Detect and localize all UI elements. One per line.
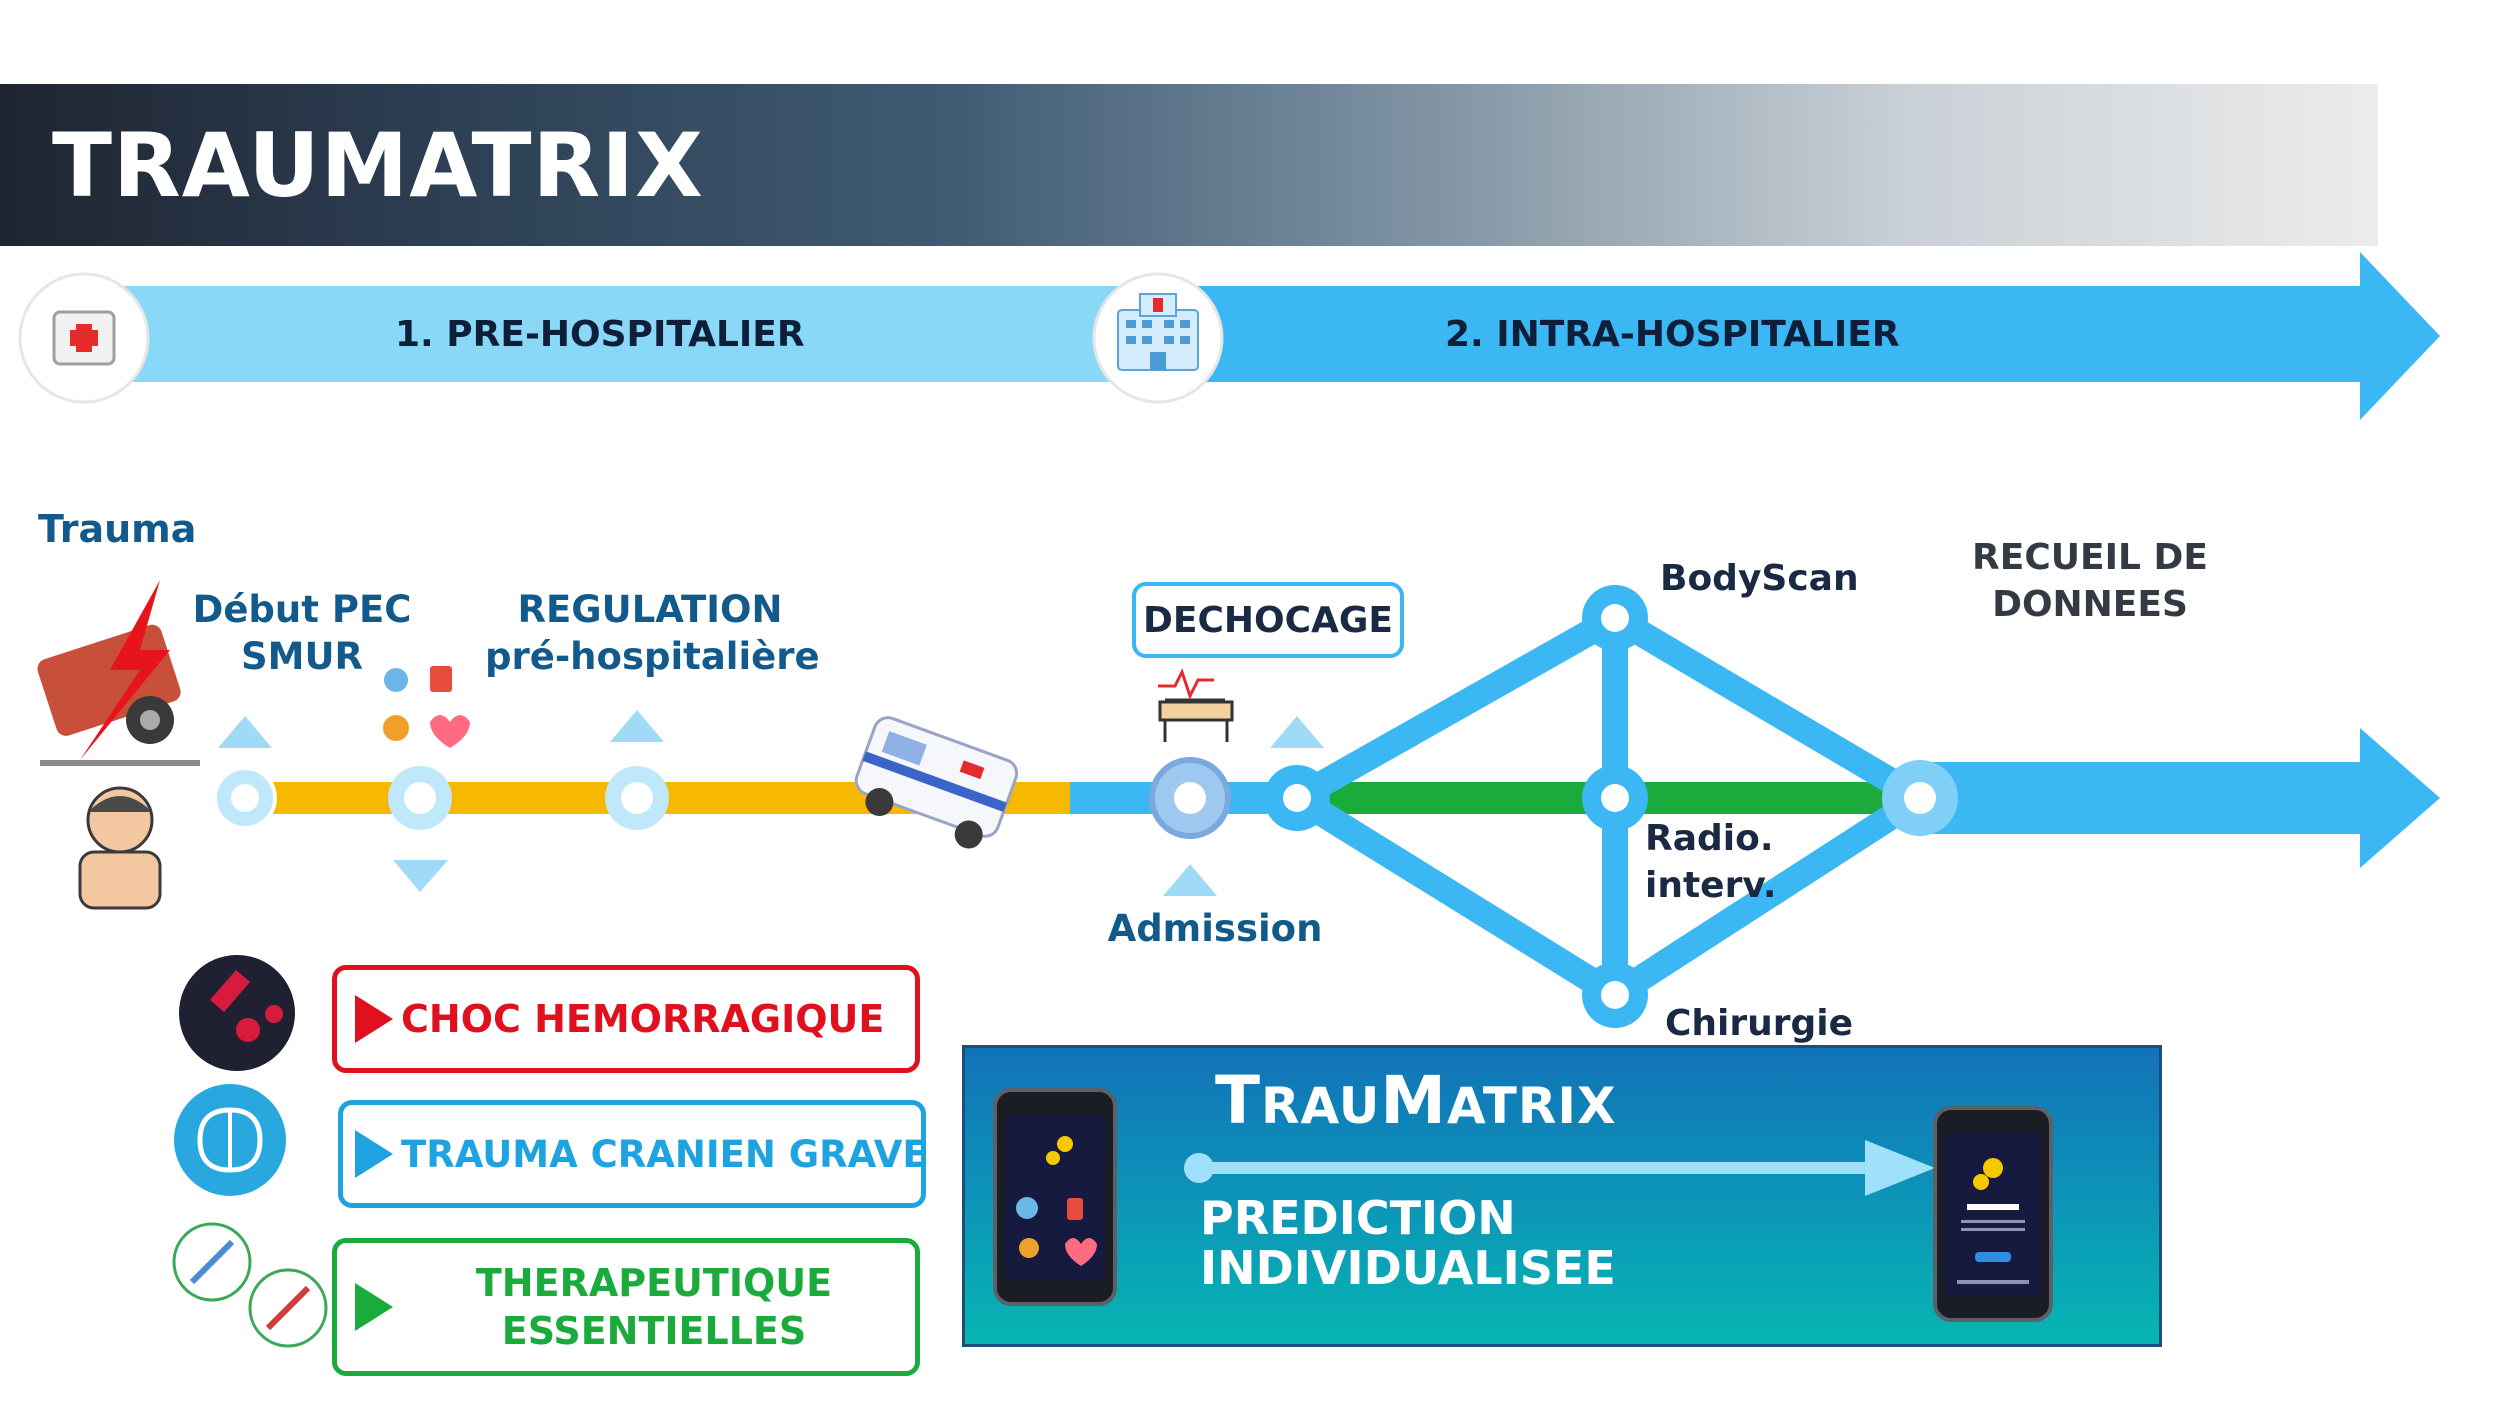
- traumatrix-panel-title: TRAUMATRIX: [1215, 1062, 1617, 1139]
- injured-person-icon: [78, 786, 162, 910]
- pre-hospital-band: [120, 286, 1180, 382]
- first-aid-kit-icon: [18, 272, 150, 404]
- label-regulation: REGULATION pré-hospitalière: [485, 588, 820, 678]
- phone-right: [1933, 1106, 2053, 1322]
- phone-right-screen: [1957, 1158, 2029, 1284]
- phase-label-intra: 2. INTRA-HOSPITALIER: [1445, 314, 1900, 355]
- category-choc: CHOC HEMORRAGIQUE: [332, 965, 920, 1073]
- label-bodyscan: BodyScan: [1660, 558, 1859, 599]
- phase-label-pre: 1. PRE-HOSPITALIER: [395, 314, 805, 355]
- pointer-triangles: [218, 710, 1324, 896]
- title-band: TRAUMATRIX: [0, 84, 2378, 246]
- syringe-icon: [172, 1222, 328, 1348]
- category-trauma-cranien: TRAUMA CRANIEN GRAVE: [338, 1100, 928, 1208]
- label-trauma: Trauma: [38, 507, 197, 551]
- car-crash-icon: [37, 580, 200, 766]
- intra-hospital-arrow: [1180, 252, 2440, 420]
- traumatrix-panel-subtitle: PREDICTION INDIVIDUALISEE: [1200, 1191, 1616, 1295]
- label-admission: Admission: [1107, 907, 1323, 950]
- dechocage-box: DECHOCAGE: [1132, 582, 1404, 658]
- phone-left: [993, 1088, 1117, 1306]
- hospital-icon: [1092, 272, 1224, 404]
- final-arrow: [1920, 728, 2440, 868]
- label-chirurgie: Chirurgie: [1665, 1003, 1854, 1044]
- play-icon: [355, 1130, 393, 1178]
- emergency-meds-icon: [383, 666, 470, 748]
- play-icon: [355, 1283, 393, 1331]
- prediction-arrow: [1184, 1140, 1935, 1196]
- label-radio: Radio. interv.: [1645, 818, 1777, 906]
- ambulance-icon: [854, 716, 1019, 849]
- phone-left-screen: [1016, 1136, 1097, 1266]
- hospital-bed-icon: [1158, 668, 1234, 742]
- category-therapeutique: THERAPEUTIQUE ESSENTIELLES: [332, 1238, 920, 1376]
- brain-icon: [174, 1084, 286, 1196]
- label-recueil: RECUEIL DE DONNEES: [1972, 537, 2208, 625]
- yellow-track: [245, 782, 1175, 814]
- play-icon: [355, 995, 393, 1043]
- stations: [213, 585, 1958, 1028]
- traumatrix-panel: TRAUMATRIX PREDICTION INDIVIDUALISEE: [962, 1045, 2162, 1347]
- label-debut-pec: Début PEC SMUR: [192, 588, 412, 678]
- page-title: TRAUMATRIX: [52, 114, 704, 217]
- hemorrhage-icon: [179, 955, 295, 1071]
